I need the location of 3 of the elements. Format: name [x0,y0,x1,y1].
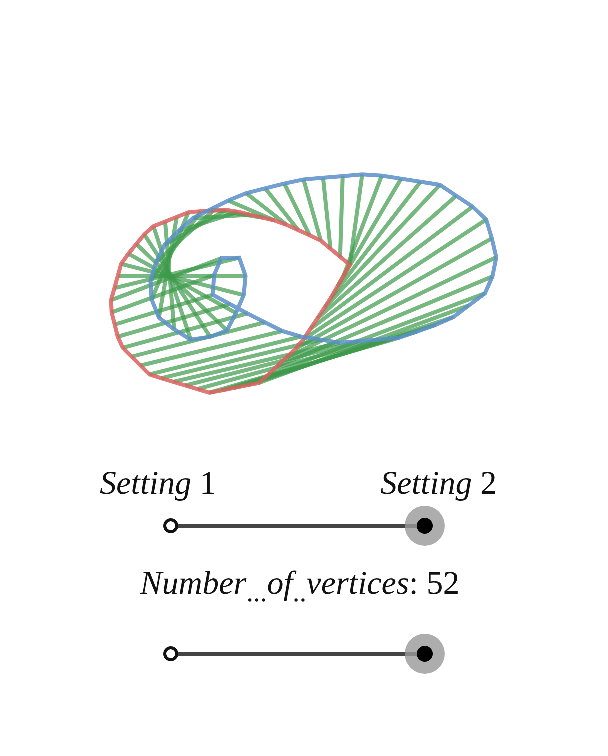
setting-label: Setting 2 [380,468,497,501]
setting-label: Setting 1 [100,468,216,501]
slider-label: Number$_{...}$of$_{..}$vertices: 52 [140,568,460,606]
